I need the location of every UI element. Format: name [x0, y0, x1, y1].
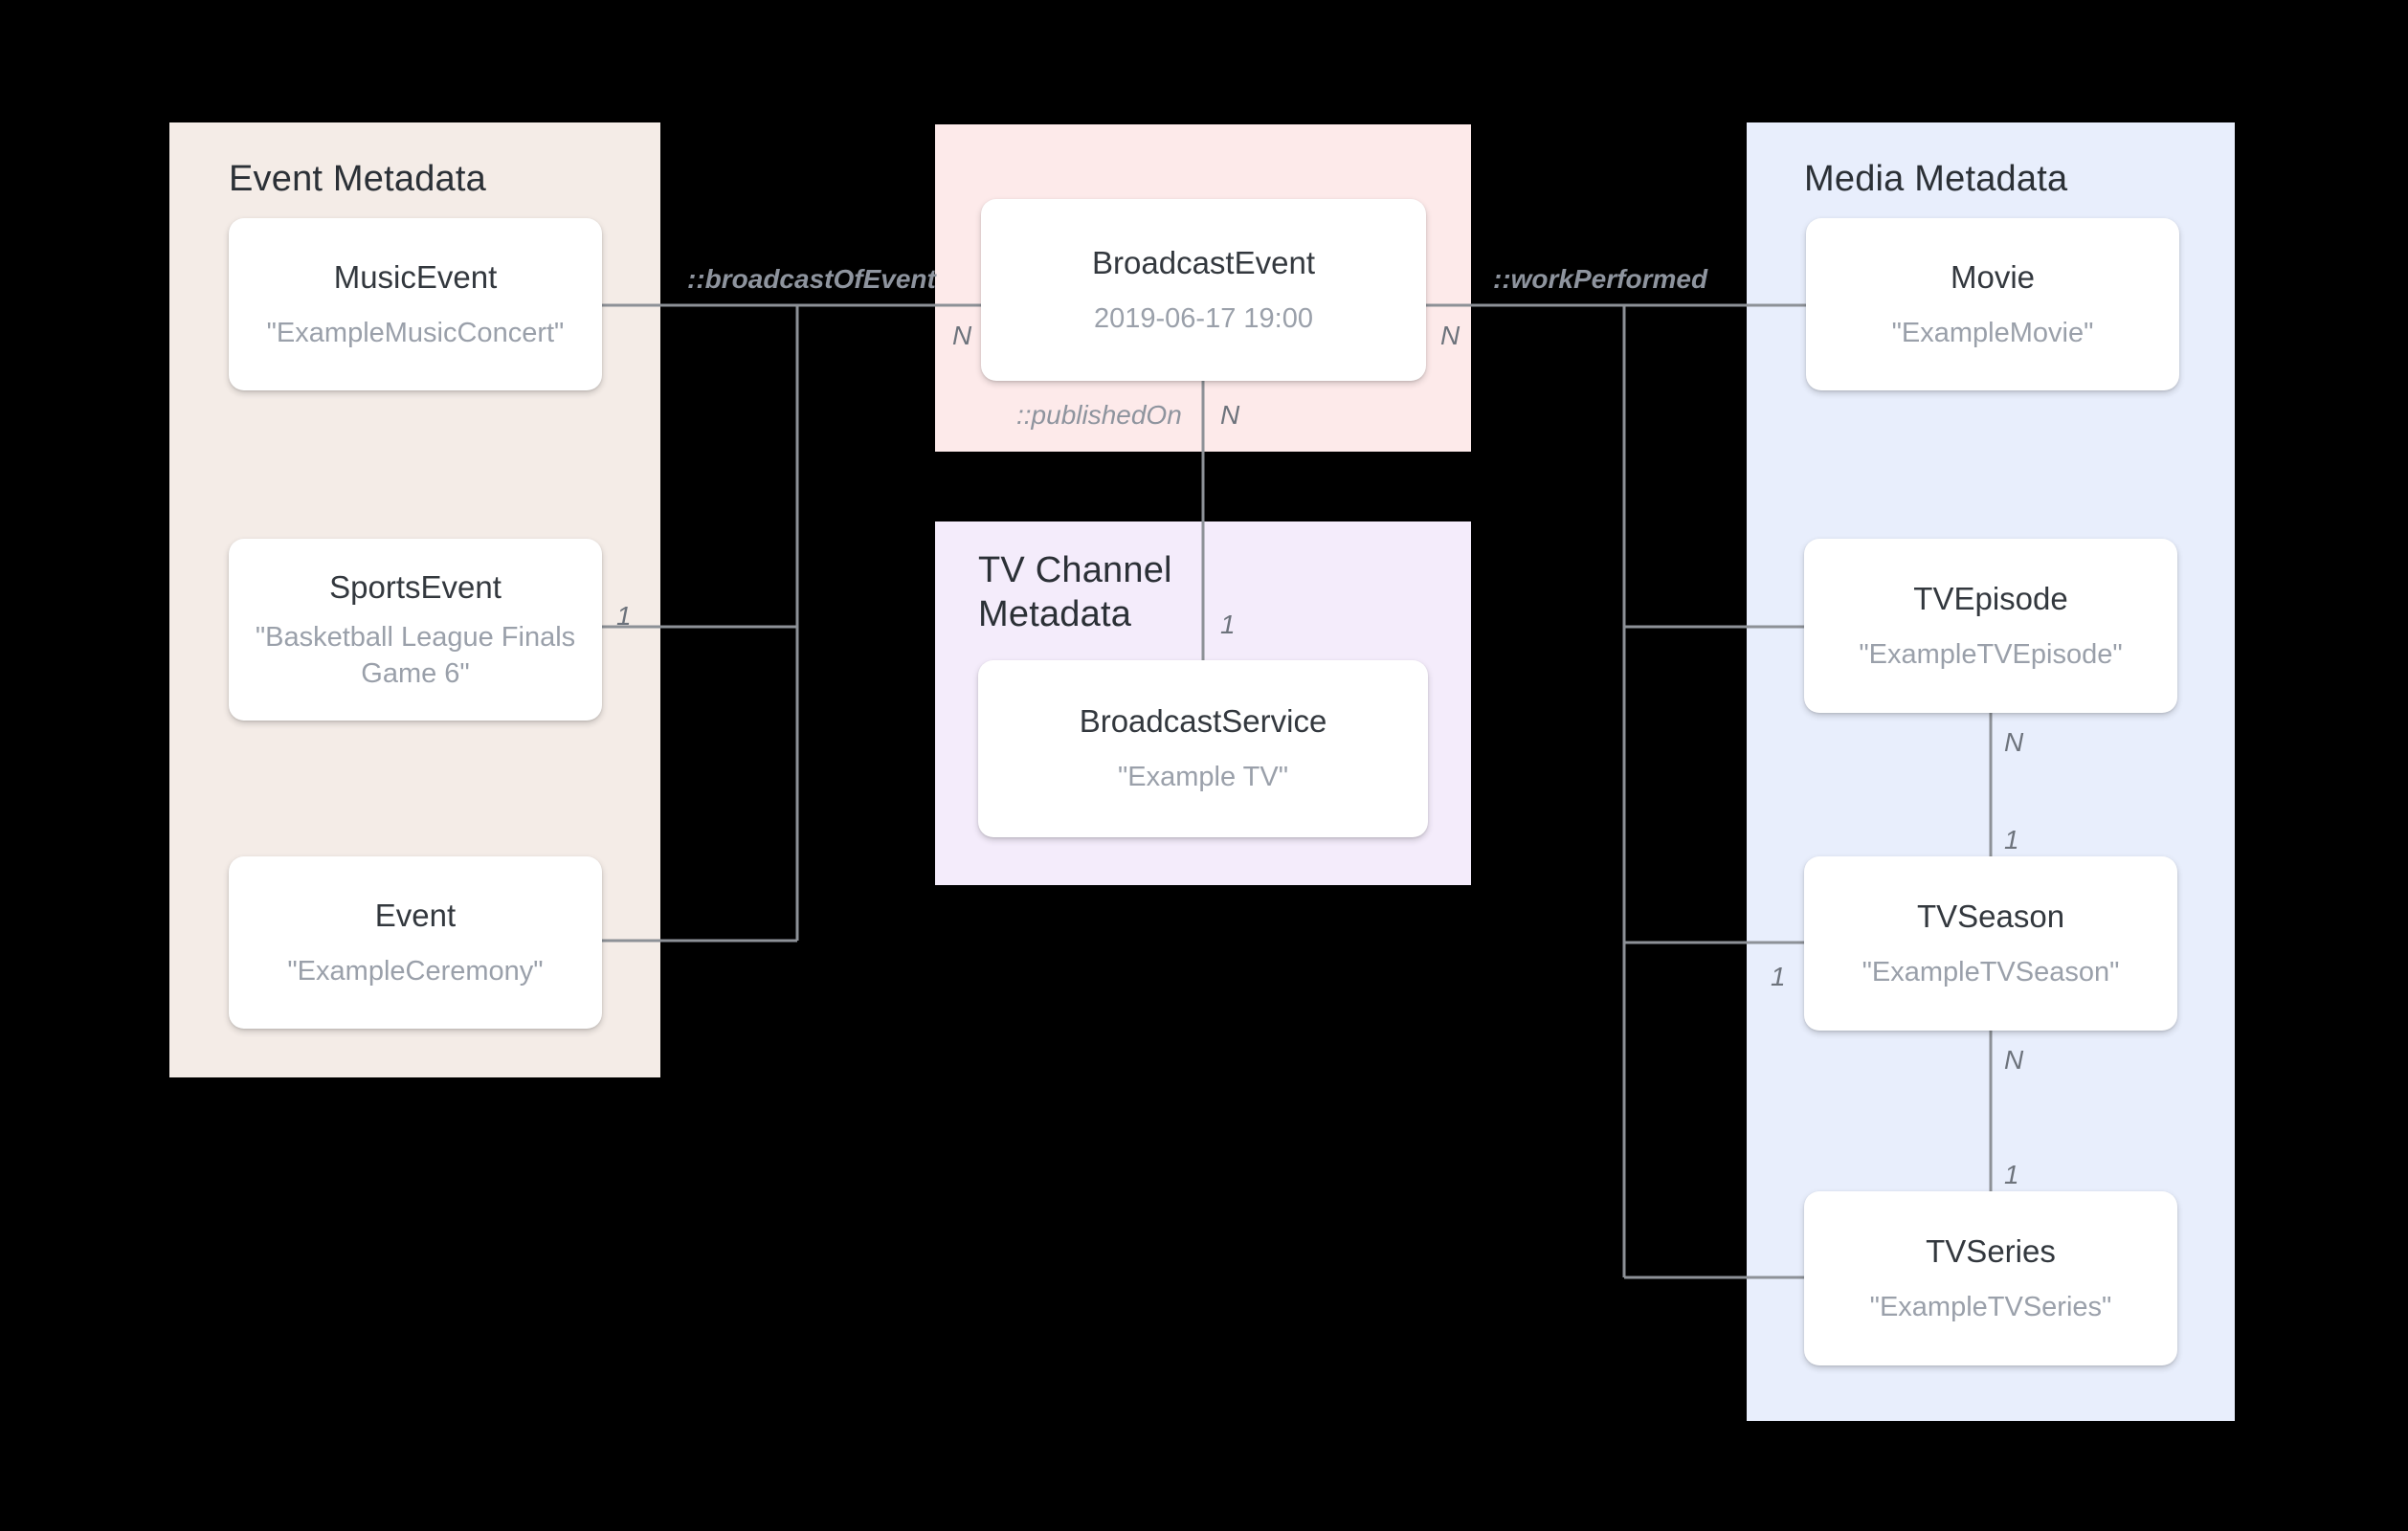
cardinality-tv-episode: N [2004, 727, 2024, 757]
group-title-event-metadata: Event Metadata [229, 159, 486, 199]
node-music-event[interactable]: MusicEvent "ExampleMusicConcert" [229, 218, 602, 390]
cardinality-published-on: N [1220, 400, 1240, 430]
cardinality-tv-season-top: 1 [2004, 825, 2019, 854]
node-value-event: "ExampleCeremony" [287, 955, 544, 987]
cardinality-sports-event: 1 [616, 601, 632, 631]
node-value-movie: "ExampleMovie" [1891, 317, 2094, 348]
group-title-tv-channel-metadata: TV Channel Metadata [978, 550, 1172, 635]
node-title-broadcast-event: BroadcastEvent [1092, 244, 1315, 280]
node-value-music-event: "ExampleMusicConcert" [266, 317, 565, 348]
node-broadcast-service[interactable]: BroadcastService "Example TV" [978, 660, 1428, 837]
node-title-music-event: MusicEvent [333, 258, 498, 295]
node-title-tv-series: TVSeries [1926, 1232, 2056, 1269]
node-tv-episode[interactable]: TVEpisode "ExampleTVEpisode" [1804, 539, 2177, 713]
node-title-movie: Movie [1950, 258, 2036, 295]
node-title-tv-episode: TVEpisode [1913, 580, 2068, 616]
node-value-broadcast-event: 2019-06-17 19:00 [1094, 302, 1313, 334]
node-title-sports-event: SportsEvent [329, 568, 502, 605]
cardinality-broadcast-event-left: N [952, 321, 972, 350]
edge-label-broadcast-of-event: ::broadcastOfEvent [687, 264, 936, 294]
node-value-tv-episode: "ExampleTVEpisode" [1859, 638, 2123, 670]
node-value-tv-series: "ExampleTVSeries" [1869, 1291, 2112, 1322]
node-title-tv-season: TVSeason [1916, 898, 2065, 934]
node-value-tv-season: "ExampleTVSeason" [1862, 956, 2120, 987]
node-tv-season[interactable]: TVSeason "ExampleTVSeason" [1804, 856, 2177, 1031]
edge-label-work-performed: ::workPerformed [1493, 264, 1708, 294]
cardinality-broadcast-service: 1 [1220, 610, 1236, 639]
group-title-media-metadata: Media Metadata [1804, 159, 2068, 199]
node-title-event: Event [374, 897, 457, 933]
node-title-broadcast-service: BroadcastService [1079, 703, 1327, 740]
cardinality-broadcast-event-right: N [1440, 321, 1460, 350]
node-sports-event[interactable]: SportsEvent "Basketball League Finals Ga… [229, 539, 602, 721]
cardinality-tv-season-bottom: N [2004, 1045, 2024, 1075]
cardinality-tv-season-left: 1 [1771, 962, 1786, 991]
node-movie[interactable]: Movie "ExampleMovie" [1806, 218, 2179, 390]
node-value-broadcast-service: "Example TV" [1117, 762, 1288, 793]
node-broadcast-event[interactable]: BroadcastEvent 2019-06-17 19:00 [981, 199, 1426, 381]
node-value-sports-event: "Basketball League Finals Game 6" [255, 621, 576, 689]
node-event[interactable]: Event "ExampleCeremony" [229, 856, 602, 1029]
node-tv-series[interactable]: TVSeries "ExampleTVSeries" [1804, 1191, 2177, 1365]
cardinality-tv-series: 1 [2004, 1160, 2019, 1189]
edge-label-published-on: ::publishedOn [1016, 400, 1182, 430]
